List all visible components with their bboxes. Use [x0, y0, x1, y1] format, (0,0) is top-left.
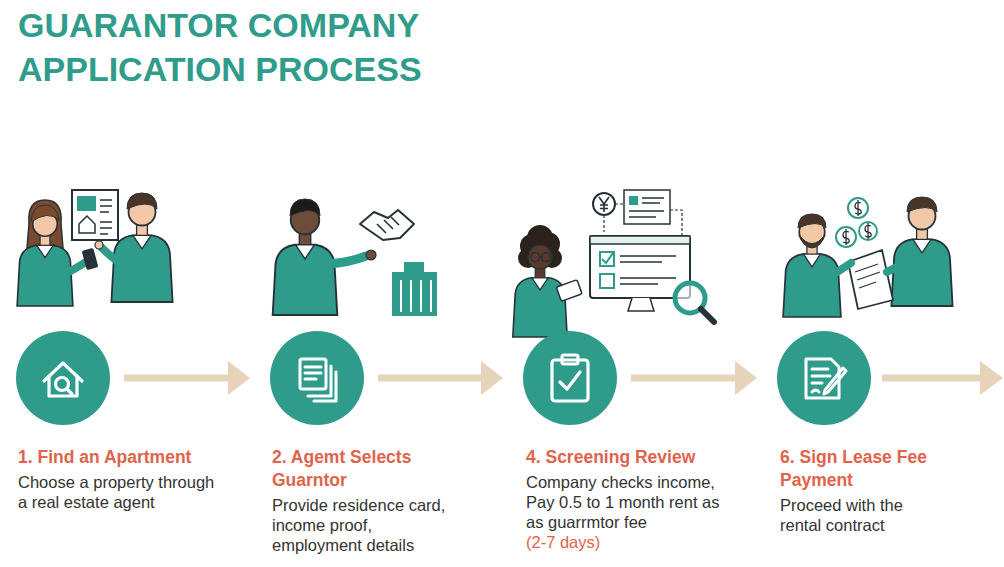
- step-text-group: 1. Find an ApartmentChoose a property th…: [18, 446, 233, 512]
- arrow-shaft: [378, 375, 482, 382]
- step-heading: 4. Screening Review: [526, 446, 721, 469]
- step-heading: 2. Agemt Selects Guarntor: [272, 446, 467, 492]
- step4-illustration: [783, 197, 953, 317]
- house-search-icon: [44, 363, 82, 396]
- step-description: Proceed with the rental contract: [780, 495, 925, 535]
- documents-icon: [300, 359, 336, 401]
- step2-illustration: [273, 199, 437, 316]
- contract-pen-icon: [806, 359, 846, 398]
- flow-arrow: [124, 361, 250, 395]
- flow-arrow: [378, 361, 503, 395]
- arrow-head: [735, 361, 757, 395]
- step-text-group: 2. Agemt Selects GuarntorProvide residen…: [272, 446, 487, 555]
- step-heading: 1. Find an Apartment: [18, 446, 213, 469]
- step-description: Provide residence card, income proof, em…: [272, 495, 454, 555]
- step-description: Choose a property through a real estate …: [18, 472, 221, 512]
- step3-illustration: [513, 190, 714, 337]
- flow-arrow: [631, 361, 757, 395]
- step-heading: 6. Sign Lease Fee Payment: [780, 446, 975, 492]
- step-description: Company checks income, Pay 0.5 to 1 mont…: [526, 472, 729, 532]
- diagram-title: GUARANTOR COMPANY APPLICATION PROCESS: [18, 3, 458, 91]
- arrow-shaft: [631, 375, 736, 382]
- step-circle: 6. Sign Lease Fee PaymentProceed with th…: [777, 331, 871, 425]
- step-text-group: 6. Sign Lease Fee PaymentProceed with th…: [780, 446, 995, 535]
- trailing-arrow: [882, 361, 1003, 395]
- step-circle: 1. Find an ApartmentChoose a property th…: [16, 331, 110, 425]
- arrow-head: [481, 361, 503, 395]
- step-circle: 2. Agemt Selects GuarntorProvide residen…: [270, 331, 364, 425]
- clipboard-check-icon: [552, 355, 588, 401]
- step1-illustration: [17, 190, 172, 306]
- arrow-head: [228, 361, 250, 395]
- step-text-group: 4. Screening ReviewCompany checks income…: [526, 446, 741, 552]
- arrow-shaft: [124, 375, 229, 382]
- step-circle: 4. Screening ReviewCompany checks income…: [523, 331, 617, 425]
- step-duration: (2-7 days): [526, 532, 729, 552]
